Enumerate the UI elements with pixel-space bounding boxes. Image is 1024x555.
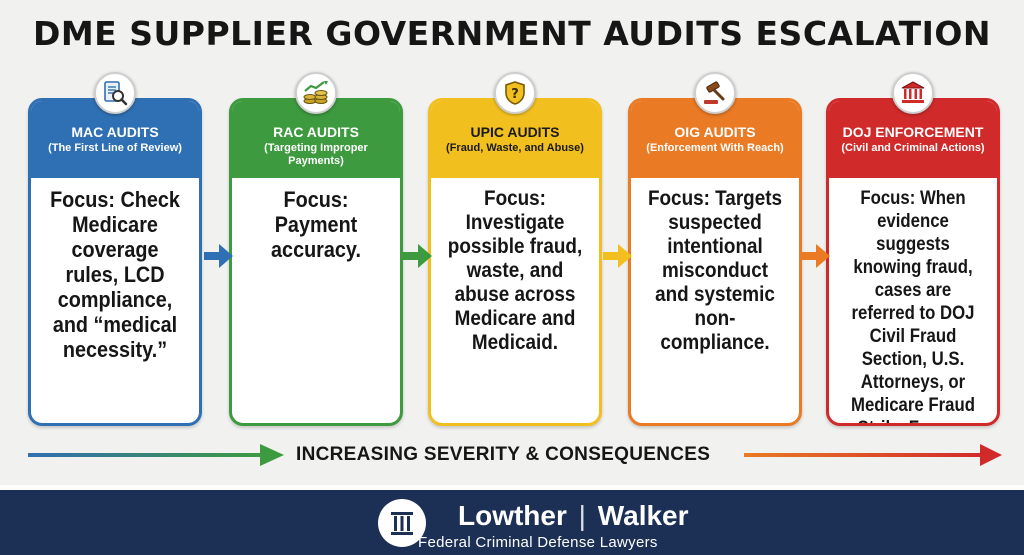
card-title: MAC AUDITS — [71, 124, 159, 140]
gavel-icon — [694, 72, 736, 114]
card-oig-audits: OIG AUDITS (Enforcement With Reach) Focu… — [628, 98, 802, 426]
card-doj-enforcement: DOJ ENFORCEMENT (Civil and Criminal Acti… — [826, 98, 1000, 426]
card-focus-text: Focus: When evidence suggests knowing fr… — [851, 187, 975, 423]
card-focus-text: Focus: Check Medicare coverage rules, LC… — [50, 187, 180, 362]
card-title: DOJ ENFORCEMENT — [842, 124, 984, 140]
card-subtitle: (Targeting Improper Payments) — [264, 142, 368, 167]
card-mac-audits: MAC AUDITS (The First Line of Review) Fo… — [28, 98, 202, 426]
coins-chart-icon — [295, 72, 337, 114]
card-subtitle: (The First Line of Review) — [48, 142, 182, 154]
severity-arrow — [28, 444, 1002, 466]
brand-divider: | — [578, 500, 586, 531]
footer-bar — [0, 490, 1024, 555]
card-body: Focus: Investigate possible fraud, waste… — [431, 178, 599, 423]
brand-left: Lowther — [458, 500, 567, 531]
brand-name: Lowther | Walker — [458, 500, 689, 532]
card-title: OIG AUDITS — [674, 124, 756, 140]
card-body: Focus: Check Medicare coverage rules, LC… — [31, 178, 199, 423]
card-subtitle: (Enforcement With Reach) — [646, 142, 784, 154]
footer-divider — [0, 485, 1024, 490]
brand-tagline: Federal Criminal Defense Lawyers — [418, 534, 658, 551]
card-subtitle: (Fraud, Waste, and Abuse) — [446, 142, 584, 154]
document-magnifier-icon — [94, 72, 136, 114]
card-header: RAC AUDITS (Targeting Improper Payments) — [232, 101, 400, 178]
page-title: DME SUPPLIER GOVERNMENT AUDITS ESCALATIO… — [32, 14, 992, 53]
card-body: Focus: Targets suspected intentional mis… — [631, 178, 799, 423]
svg-text:?: ? — [511, 87, 519, 102]
card-focus-text: Focus: Payment accuracy. — [271, 187, 361, 262]
card-rac-audits: RAC AUDITS (Targeting Improper Payments)… — [229, 98, 403, 426]
brand-right: Walker — [597, 500, 689, 531]
card-subtitle: (Civil and Criminal Actions) — [841, 142, 985, 154]
card-body: Focus: When evidence suggests knowing fr… — [829, 178, 997, 423]
card-title: UPIC AUDITS — [470, 124, 560, 140]
pillar-logo-icon — [378, 499, 426, 547]
severity-label: INCREASING SEVERITY & CONSEQUENCES — [296, 444, 711, 465]
card-focus-text: Focus: Targets suspected intentional mis… — [647, 187, 783, 354]
arrow-right-icon — [204, 244, 233, 268]
card-body: Focus: Payment accuracy. — [232, 178, 400, 423]
arrow-right-icon — [603, 244, 632, 268]
card-focus-text: Focus: Investigate possible fraud, waste… — [447, 187, 583, 354]
card-title: RAC AUDITS — [273, 124, 359, 140]
arrow-right-icon — [801, 244, 830, 268]
courthouse-icon — [892, 72, 934, 114]
card-upic-audits: UPIC AUDITS (Fraud, Waste, and Abuse) Fo… — [428, 98, 602, 426]
arrow-right-icon — [403, 244, 432, 268]
shield-question-icon: ? — [494, 72, 536, 114]
